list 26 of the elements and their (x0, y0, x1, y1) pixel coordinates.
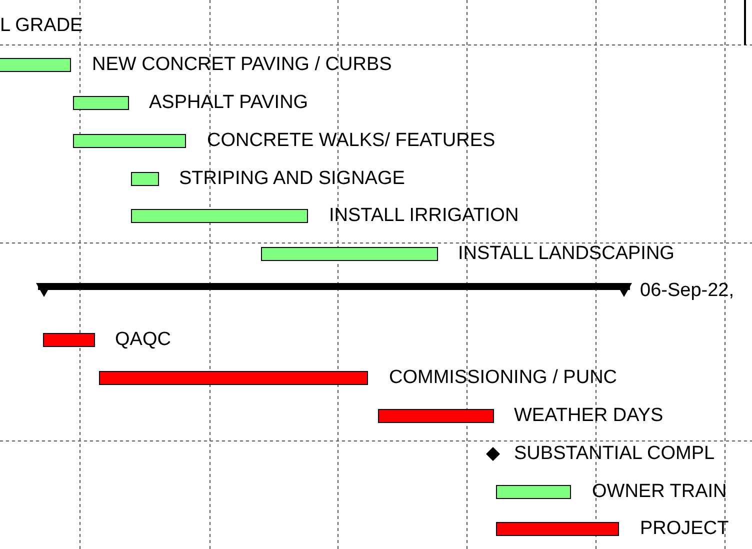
task-bar (131, 172, 159, 186)
task-bar (496, 522, 619, 536)
task-label: CONCRETE WALKS/ FEATURES (207, 130, 496, 152)
task-bar (99, 371, 368, 385)
task-bar (0, 58, 71, 72)
task-label: STRIPING AND SIGNAGE (179, 168, 405, 190)
task-label: INSTALL IRRIGATION (329, 205, 519, 227)
task-bar (73, 96, 129, 110)
task-label: OWNER TRAIN (592, 481, 727, 503)
task-label: NEW CONCRET PAVING / CURBS (92, 54, 392, 76)
task-label: QAQC (115, 329, 171, 351)
task-label: ASPHALT PAVING (149, 92, 308, 114)
task-label: COMMISSIONING / PUNC (389, 367, 618, 389)
task-bar (261, 247, 438, 261)
task-label: SUBSTANTIAL COMPL (514, 443, 715, 465)
task-label: INSTALL LANDSCAPING (458, 243, 674, 265)
task-bar (378, 409, 494, 423)
task-label: L GRADE (0, 15, 83, 37)
milestone-diamond (486, 447, 500, 461)
task-bar (73, 134, 186, 148)
date-label: 06-Sep-22, (640, 280, 734, 302)
task-bar (43, 333, 95, 347)
task-bar (496, 485, 571, 499)
task-label: PROJECT (640, 518, 729, 540)
task-bar (131, 209, 308, 223)
task-label: WEATHER DAYS (514, 405, 664, 427)
